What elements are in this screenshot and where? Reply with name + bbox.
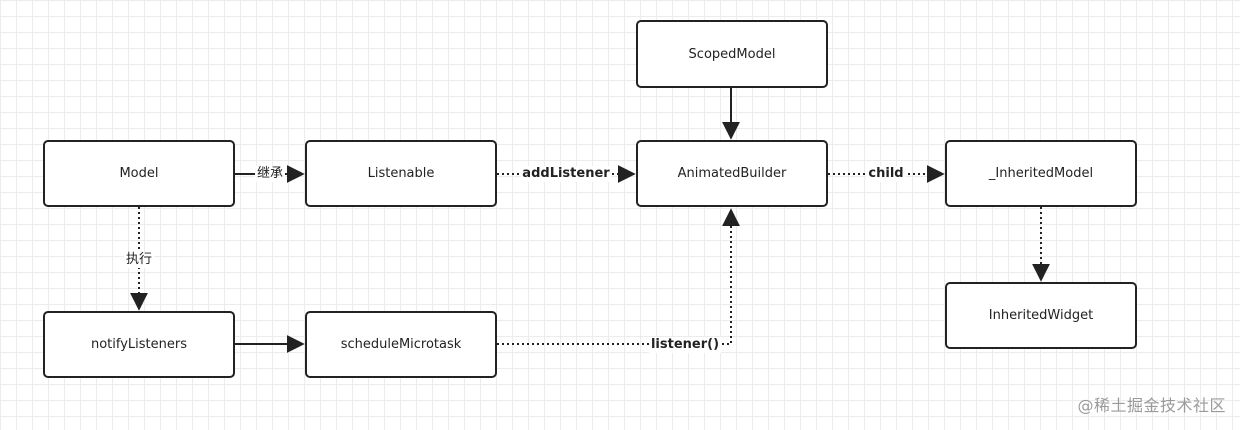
watermark-text: @稀土掘金技术社区 — [1077, 396, 1226, 415]
node-inherited-model: _InheritedModel — [945, 140, 1137, 207]
edge-schedulemicrotask-to-animatedbuilder — [497, 208, 740, 345]
edge-label-execute: 执行 — [123, 252, 155, 268]
node-schedule-microtask: scheduleMicrotask — [305, 311, 497, 378]
node-model: Model — [43, 140, 235, 207]
node-notify-listeners: notifyListeners — [43, 311, 235, 378]
edge-label-child: child — [866, 166, 906, 182]
edge-label-listener-call: listener() — [648, 337, 722, 353]
edge-label-inherit: 继承 — [254, 166, 286, 182]
node-animated-builder: AnimatedBuilder — [636, 140, 828, 207]
node-inherited-widget: InheritedWidget — [945, 282, 1137, 349]
node-scoped-model: ScopedModel — [636, 20, 828, 88]
edge-label-add-listener: addListener — [520, 166, 612, 182]
node-listenable: Listenable — [305, 140, 497, 207]
